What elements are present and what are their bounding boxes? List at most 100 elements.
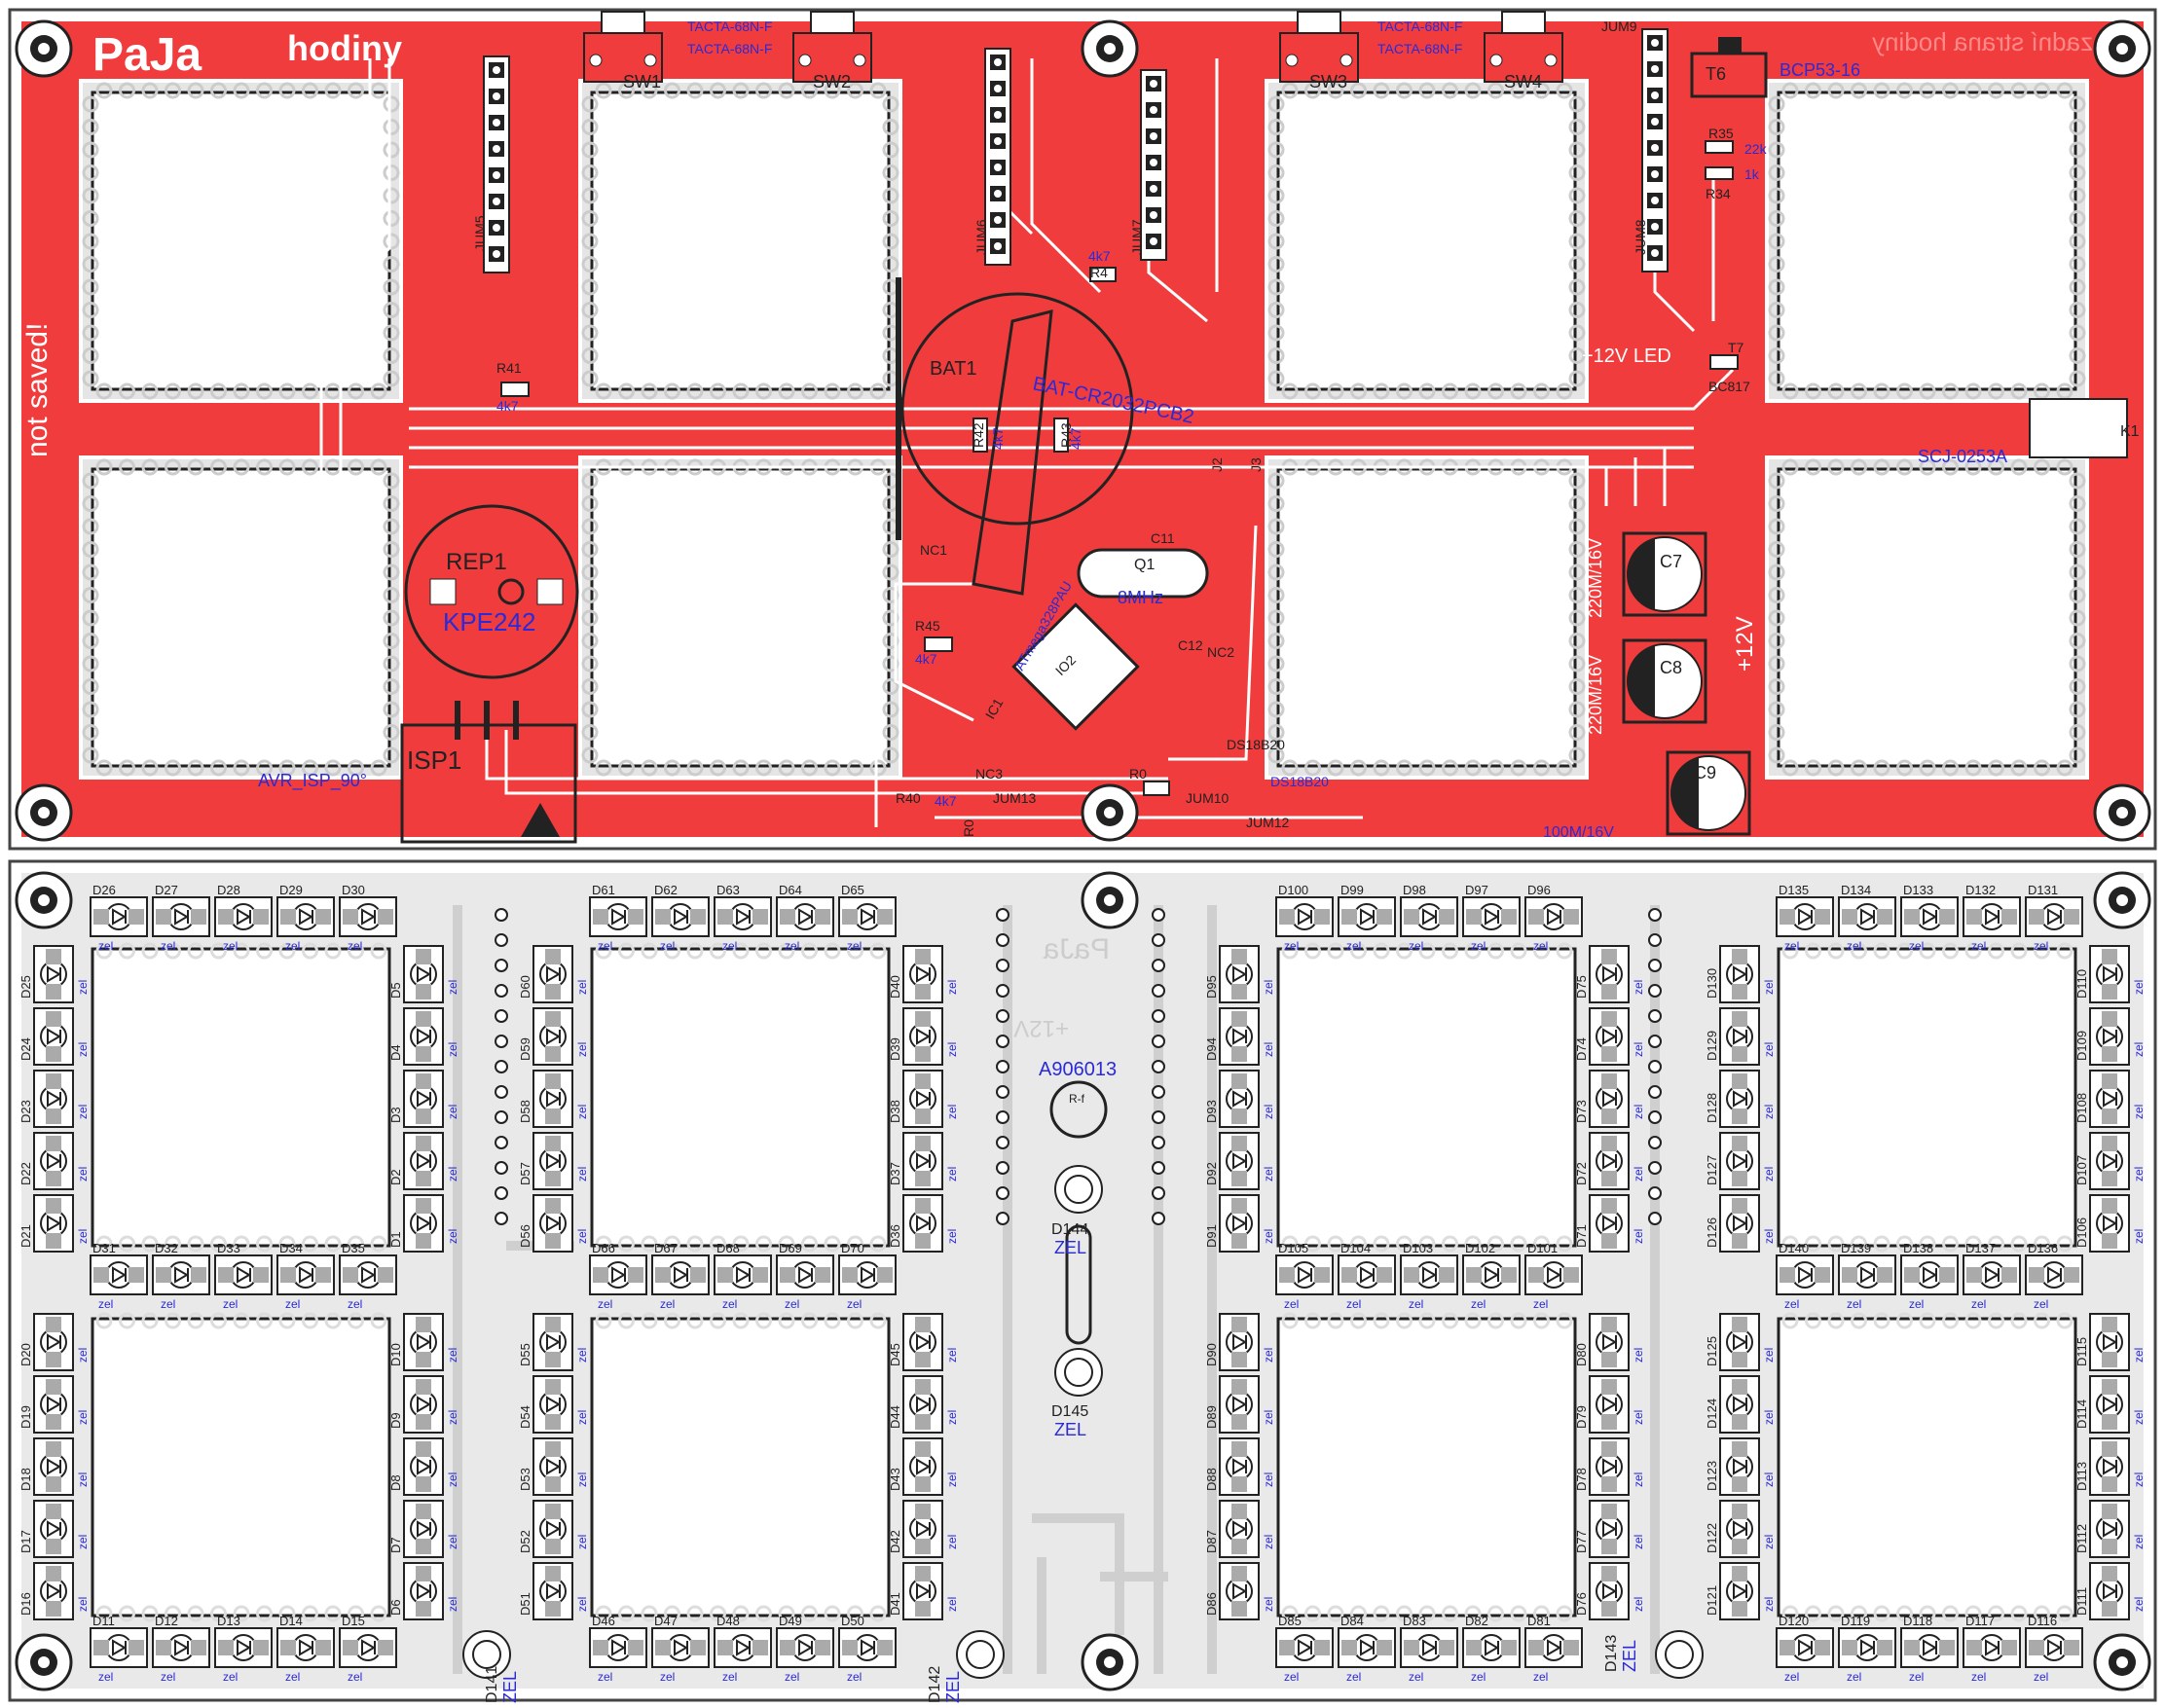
bottom-digit-cutout	[1276, 947, 1577, 1248]
led-color-code: zel	[785, 939, 799, 953]
led-symbol	[112, 1639, 127, 1656]
pad	[618, 942, 635, 960]
pad	[383, 141, 400, 159]
led-pad	[1501, 909, 1517, 925]
pad	[210, 1605, 227, 1622]
led-ref: D72	[1574, 1162, 1589, 1185]
led-color-code: zel	[785, 1297, 799, 1311]
pad	[302, 82, 318, 99]
pad	[1568, 278, 1586, 296]
led-pad	[1501, 1640, 1517, 1655]
led-pad	[1904, 909, 1920, 925]
pad	[2069, 141, 2086, 159]
pad	[2069, 164, 2086, 181]
led-color-code: zel	[1847, 939, 1861, 953]
pad	[2069, 302, 2086, 318]
led-color-code: zel	[2132, 1105, 2146, 1119]
pad	[595, 82, 612, 99]
led-pad	[1341, 909, 1357, 925]
pad	[256, 1605, 273, 1622]
label-r42: R42	[971, 422, 986, 448]
led-footprint	[1589, 1375, 1630, 1434]
led-pad	[343, 909, 358, 925]
led-footprint	[838, 896, 897, 937]
pad	[1873, 82, 1890, 99]
pad	[302, 1312, 318, 1329]
led-footprint	[33, 1500, 74, 1558]
pad	[1805, 82, 1821, 99]
led-pad	[46, 1317, 61, 1332]
led-pad	[545, 1011, 561, 1027]
led-pad	[378, 1640, 393, 1655]
led-pad	[46, 1539, 61, 1554]
pad	[581, 187, 599, 204]
led-pad	[1439, 1640, 1454, 1655]
trace	[894, 582, 974, 722]
led-pad	[253, 1640, 269, 1655]
led-footprint	[532, 1437, 573, 1496]
led-pad	[1732, 1046, 1747, 1062]
center-led-inner	[1064, 1175, 1093, 1204]
led-symbol	[1733, 1152, 1747, 1170]
pad	[595, 1235, 612, 1253]
led-pad	[2102, 1317, 2117, 1332]
pad	[141, 1312, 159, 1329]
mounting-hole-center	[1104, 807, 1116, 818]
led-ref: D33	[217, 1241, 240, 1255]
pad	[82, 472, 99, 490]
header-hole	[493, 224, 500, 232]
led-ref: D16	[18, 1592, 33, 1616]
pad	[1396, 942, 1413, 960]
led-footprint	[1589, 1437, 1630, 1496]
led-symbol	[1232, 1028, 1247, 1045]
pad	[1768, 278, 1785, 296]
led-symbol	[417, 1333, 431, 1351]
led-pad	[1341, 1640, 1357, 1655]
pad	[686, 1235, 704, 1253]
pin-header	[1641, 28, 1669, 273]
slot	[1065, 1224, 1092, 1345]
pad	[1327, 942, 1344, 960]
pad	[1373, 382, 1390, 400]
pad	[641, 382, 658, 400]
led-pad	[416, 1441, 431, 1457]
led-symbol	[546, 1215, 561, 1232]
pad	[383, 324, 400, 342]
led-symbol	[299, 1266, 313, 1284]
led-pad	[1601, 1539, 1617, 1554]
led-symbol	[1923, 1266, 1937, 1284]
resistor	[1705, 166, 1734, 180]
pad	[82, 370, 99, 387]
pad	[589, 54, 603, 67]
pad	[1568, 563, 1586, 581]
pad	[581, 256, 599, 273]
led-ref: D136	[2028, 1241, 2058, 1255]
center-led	[1054, 1348, 1103, 1397]
label-r45: R45	[915, 618, 940, 634]
pad	[778, 1605, 795, 1622]
led-symbol	[47, 1582, 61, 1600]
pad	[581, 324, 599, 342]
led-ref: D34	[279, 1241, 303, 1255]
led-pad	[1231, 984, 1247, 999]
led-symbol	[1422, 1639, 1437, 1656]
led-pad	[545, 1566, 561, 1581]
pad	[82, 95, 99, 113]
pad	[686, 942, 704, 960]
led-pad	[1601, 1504, 1617, 1519]
pad	[824, 1235, 841, 1253]
led-ref: D11	[92, 1614, 115, 1628]
led-footprint	[33, 1194, 74, 1253]
header-body	[984, 48, 1011, 266]
led-color-code: zel	[945, 980, 959, 995]
pad	[1510, 82, 1527, 99]
pad	[2069, 518, 2086, 535]
pad	[1827, 1235, 1845, 1253]
led-color-code: zel	[98, 1297, 113, 1311]
led-footprint	[2089, 945, 2130, 1003]
pad	[1781, 1235, 1799, 1253]
pad	[348, 82, 364, 99]
pad	[82, 278, 99, 296]
led-color-code: zel	[847, 1297, 862, 1311]
pad	[1768, 370, 1785, 387]
